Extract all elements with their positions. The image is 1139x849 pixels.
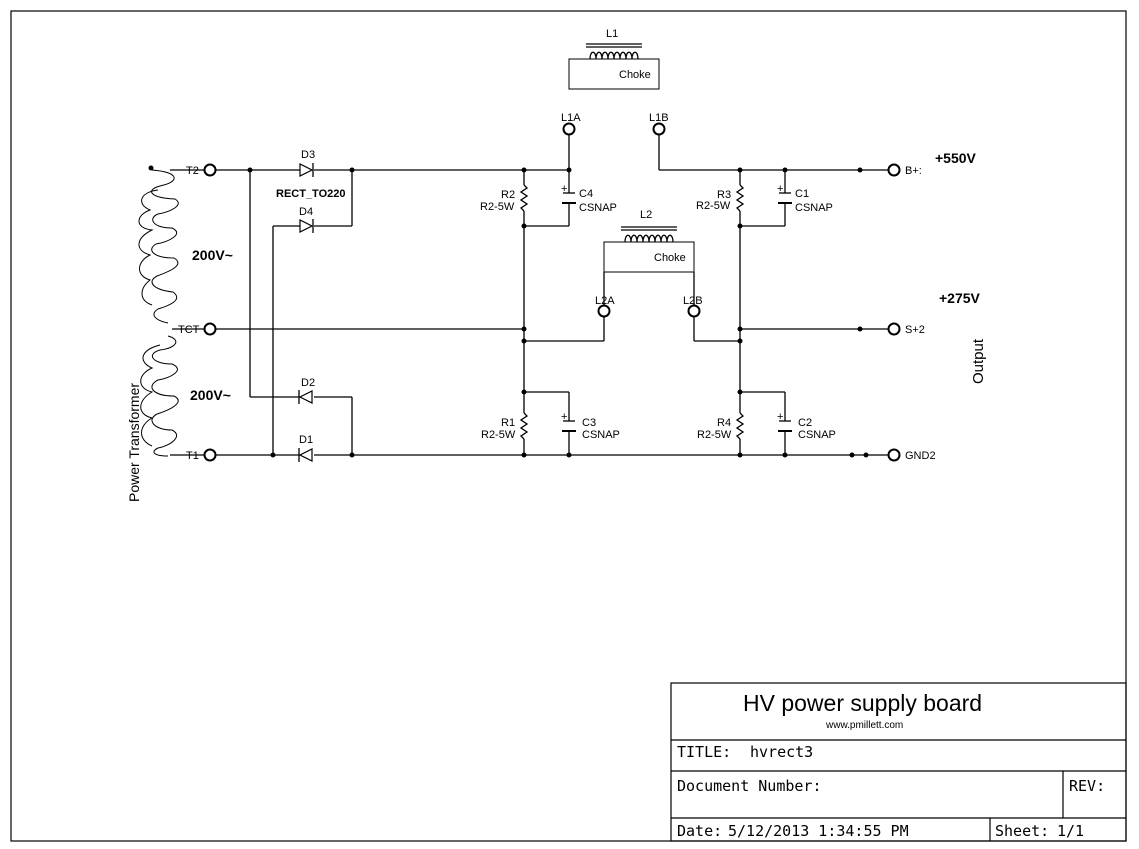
capacitor-c2 xyxy=(778,420,792,432)
label-r3: R3 xyxy=(717,189,731,201)
diode-d1 xyxy=(298,448,313,462)
diode-d2 xyxy=(298,390,313,404)
label-c3: C3 xyxy=(582,417,596,429)
pin-l2b xyxy=(687,304,701,318)
date-value: 5/12/2013 1:34:55 PM xyxy=(728,822,909,840)
label-b-plus: B+: xyxy=(905,165,922,177)
terminal-b-plus xyxy=(887,163,901,177)
pin-l1b xyxy=(652,122,666,136)
label-c3-val: CSNAP xyxy=(582,429,620,441)
label-tct: TCT xyxy=(178,324,200,336)
label-t1: T1 xyxy=(186,450,199,462)
website: www.pmillett.com xyxy=(825,720,903,731)
date-label: Date: xyxy=(677,822,722,840)
label-l2a: L2A xyxy=(595,295,615,307)
capacitor-c1 xyxy=(778,192,792,204)
label-r3-val: R2-5W xyxy=(696,200,731,212)
label-r1-val: R2-5W xyxy=(481,429,516,441)
document-number-label: Document Number: xyxy=(677,777,822,795)
sheet-label: Sheet: xyxy=(995,822,1049,840)
resistor-r2 xyxy=(519,184,529,212)
choke-l1 xyxy=(568,43,660,90)
label-c2: C2 xyxy=(798,417,812,429)
board-title: HV power supply board xyxy=(743,690,982,716)
label-275v: +275V xyxy=(939,290,981,306)
label-s-plus: S+2 xyxy=(905,324,925,336)
terminal-tct xyxy=(203,322,217,336)
label-l1a: L1A xyxy=(561,112,581,124)
label-power-transformer: Power Transformer xyxy=(126,383,142,502)
label-l1-choke: Choke xyxy=(619,69,651,81)
label-c1: C1 xyxy=(795,188,809,200)
label-c1-val: CSNAP xyxy=(795,202,833,214)
pin-l2a xyxy=(597,304,611,318)
svg-text:+: + xyxy=(777,411,783,423)
title-block xyxy=(670,682,1127,842)
rev-label: REV: xyxy=(1069,777,1105,795)
label-d2: D2 xyxy=(301,377,315,389)
label-voltage-bottom: 200V~ xyxy=(190,387,231,403)
label-c4: C4 xyxy=(579,188,593,200)
capacitor-c3 xyxy=(562,420,576,432)
label-r2-val: R2-5W xyxy=(480,201,515,213)
label-l2: L2 xyxy=(640,209,652,221)
label-r1: R1 xyxy=(501,417,515,429)
label-l1b: L1B xyxy=(649,112,669,124)
svg-text:+: + xyxy=(561,183,567,195)
terminal-t2 xyxy=(203,163,217,177)
resistor-r3 xyxy=(735,184,745,212)
choke-l2 xyxy=(603,226,695,273)
svg-text:+: + xyxy=(561,411,567,423)
label-t2: T2 xyxy=(186,165,199,177)
label-r4: R4 xyxy=(717,417,731,429)
label-rect: RECT_TO220 xyxy=(276,188,346,200)
title-label: TITLE: xyxy=(677,743,731,761)
capacitor-c4 xyxy=(562,192,576,204)
label-output: Output xyxy=(970,338,987,384)
diode-d3 xyxy=(299,163,314,177)
terminal-t1 xyxy=(203,448,217,462)
label-r4-val: R2-5W xyxy=(697,429,732,441)
label-l2b: L2B xyxy=(683,295,703,307)
label-c4-val: CSNAP xyxy=(579,202,617,214)
label-l1: L1 xyxy=(606,28,618,40)
resistor-r4 xyxy=(735,412,745,440)
label-d1: D1 xyxy=(299,434,313,446)
label-voltage-top: 200V~ xyxy=(192,247,233,263)
label-550v: +550V xyxy=(935,150,977,166)
label-d4: D4 xyxy=(299,206,313,218)
label-d3: D3 xyxy=(301,149,315,161)
label-l2-choke: Choke xyxy=(654,252,686,264)
svg-text:+: + xyxy=(777,183,783,195)
label-r2: R2 xyxy=(501,189,515,201)
sheet-border xyxy=(10,10,1127,842)
label-gnd: GND2 xyxy=(905,450,936,462)
terminal-gnd xyxy=(887,448,901,462)
terminal-s-plus xyxy=(887,322,901,336)
resistor-r1 xyxy=(519,412,529,440)
label-c2-val: CSNAP xyxy=(798,429,836,441)
title-value: hvrect3 xyxy=(750,743,813,761)
pin-l1a xyxy=(562,122,576,136)
sheet-value: 1/1 xyxy=(1057,822,1084,840)
diode-d4 xyxy=(299,219,314,233)
power-transformer xyxy=(138,165,179,457)
